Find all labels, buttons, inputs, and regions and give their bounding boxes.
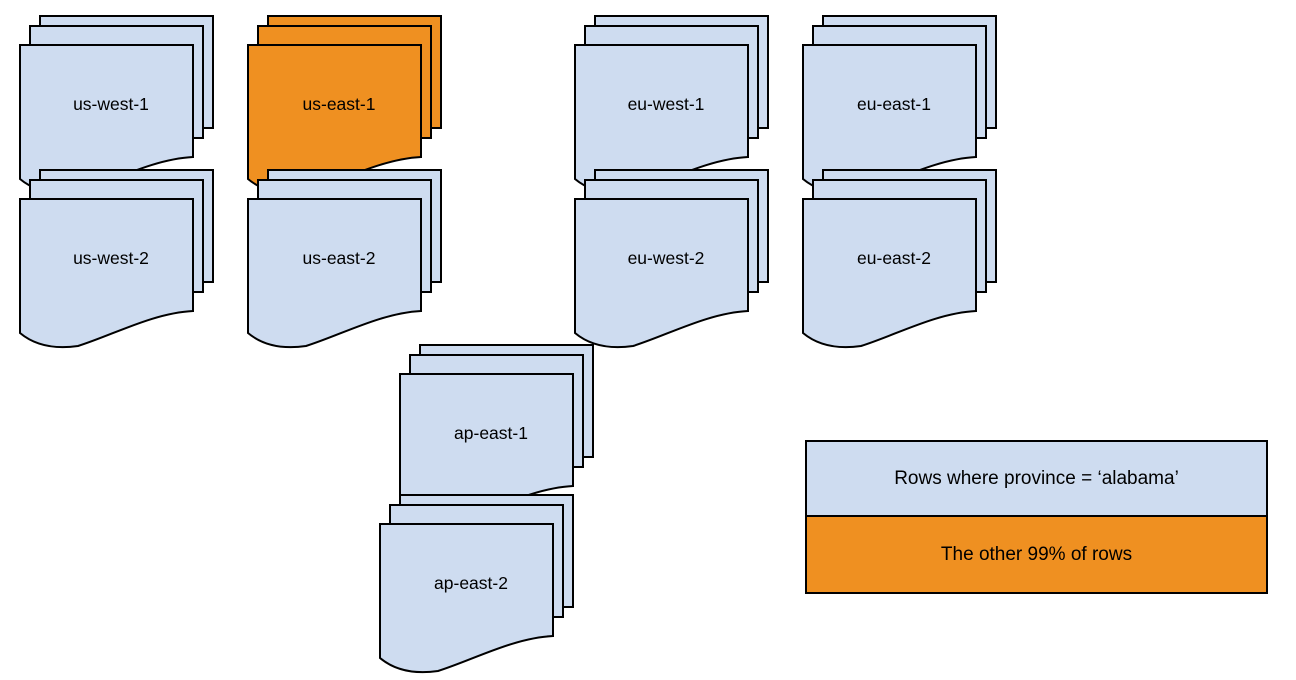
region-stack-eu-east-1[interactable]: eu-east-1 bbox=[802, 15, 1013, 195]
region-stack-shape bbox=[379, 494, 574, 674]
region-stack-shape bbox=[247, 169, 442, 349]
sheet-front bbox=[247, 198, 422, 349]
region-stack-shape bbox=[19, 169, 214, 349]
region-stack-us-east-2[interactable]: us-east-2 bbox=[247, 169, 458, 349]
region-stack-shape bbox=[19, 15, 214, 195]
region-stack-eu-east-2[interactable]: eu-east-2 bbox=[802, 169, 1013, 349]
region-stack-ap-east-1[interactable]: ap-east-1 bbox=[399, 344, 610, 524]
legend: Rows where province = ‘alabama’ The other… bbox=[805, 440, 1268, 594]
region-stack-us-west-1[interactable]: us-west-1 bbox=[19, 15, 230, 195]
region-stack-us-east-1[interactable]: us-east-1 bbox=[247, 15, 458, 195]
legend-item-0: Rows where province = ‘alabama’ bbox=[807, 442, 1266, 517]
region-stack-shape bbox=[399, 344, 594, 524]
legend-item-label: The other 99% of rows bbox=[940, 543, 1133, 565]
region-stack-us-west-2[interactable]: us-west-2 bbox=[19, 169, 230, 349]
legend-item-label: Rows where province = ‘alabama’ bbox=[894, 467, 1179, 489]
region-stack-shape bbox=[802, 169, 997, 349]
sheet-front bbox=[802, 198, 977, 349]
sheet-front bbox=[19, 198, 194, 349]
region-stack-eu-west-1[interactable]: eu-west-1 bbox=[574, 15, 785, 195]
legend-item-1: The other 99% of rows bbox=[807, 517, 1266, 592]
sheet-front bbox=[574, 198, 749, 349]
region-stack-shape bbox=[802, 15, 997, 195]
region-stack-ap-east-2[interactable]: ap-east-2 bbox=[379, 494, 590, 674]
region-stack-shape bbox=[574, 169, 769, 349]
region-stack-shape bbox=[574, 15, 769, 195]
sheet-front bbox=[379, 523, 554, 674]
region-stack-eu-west-2[interactable]: eu-west-2 bbox=[574, 169, 785, 349]
region-stack-shape bbox=[247, 15, 442, 195]
